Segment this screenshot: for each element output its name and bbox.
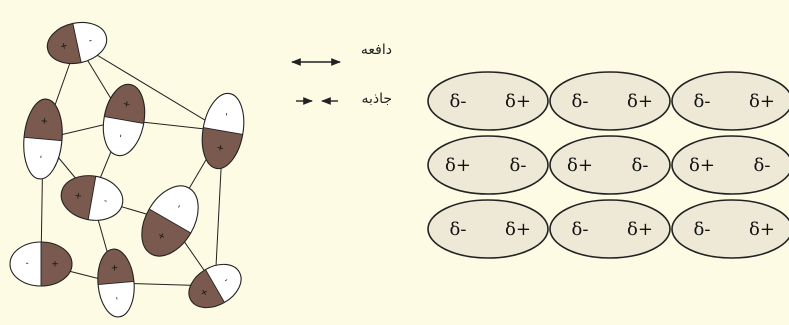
dipole-molecule: δ-δ+ — [672, 200, 789, 258]
partial-charge-label: δ- — [694, 219, 711, 240]
partial-charge-label: δ+ — [445, 155, 471, 176]
dipole-negative-half — [98, 281, 137, 318]
partial-charge-label: δ+ — [689, 155, 715, 176]
dipole-molecule: δ-δ+ — [672, 72, 789, 130]
partial-charge-label: δ+ — [749, 219, 775, 240]
dipole-negative-half — [21, 137, 62, 180]
dipole-molecule: δ-δ+ — [550, 72, 670, 130]
partial-charge-label: δ+ — [505, 91, 531, 112]
cluster-dipole: +- — [21, 97, 66, 180]
ordered-dipole-grid: δ-δ+δ-δ+δ-δ+δ+δ-δ+δ-δ+δ-δ-δ+δ-δ+δ-δ+ — [428, 72, 789, 258]
attraction-label: جاذبه — [361, 91, 392, 107]
dipole-molecule: δ+ δ- — [672, 136, 789, 194]
partial-charge-label: δ+ — [505, 219, 531, 240]
partial-charge-label: δ+ — [627, 219, 653, 240]
positive-sign: + — [38, 117, 49, 125]
partial-charge-label: δ+ — [627, 91, 653, 112]
dipole-negative-half — [98, 117, 144, 159]
partial-charge-label: δ- — [572, 219, 589, 240]
dipole-molecule: δ-δ+ — [550, 200, 670, 258]
negative-sign: - — [25, 258, 28, 268]
partial-charge-label: δ- — [754, 155, 771, 176]
dipole-molecule: δ-δ+ — [428, 200, 548, 258]
dipole-molecule: δ+ δ- — [550, 136, 670, 194]
cluster-dipole: +- — [181, 256, 248, 317]
cluster-dipole: +- — [130, 176, 210, 266]
positive-sign: + — [108, 264, 119, 272]
repulsion-legend-item: دافعه — [292, 42, 392, 62]
attraction-legend-item: جاذبه — [296, 91, 392, 107]
partial-charge-label: δ+ — [749, 91, 775, 112]
cluster-dipole: +- — [43, 17, 110, 69]
partial-charge-label: δ+ — [567, 155, 593, 176]
interaction-line — [77, 43, 223, 131]
positive-sign: + — [51, 258, 59, 268]
random-dipole-cluster: +-+-+-+-+-+-+-+-+- — [10, 17, 249, 318]
repulsion-label: دافعه — [361, 42, 392, 58]
cluster-dipole: +- — [58, 171, 127, 225]
partial-charge-label: δ- — [450, 91, 467, 112]
interaction-lines — [41, 43, 223, 286]
legend: دافعه جاذبه — [292, 42, 392, 107]
partial-charge-label: δ- — [694, 91, 711, 112]
cluster-dipole: +- — [10, 242, 72, 286]
cluster-dipole: +- — [95, 248, 137, 319]
partial-charge-label: δ- — [572, 91, 589, 112]
partial-charge-label: δ- — [450, 219, 467, 240]
cluster-dipole: +- — [197, 90, 250, 172]
cluster-dipole: +- — [98, 81, 150, 159]
partial-charge-label: δ- — [510, 155, 527, 176]
dipole-molecule: δ+ δ- — [428, 136, 548, 194]
partial-charge-label: δ- — [632, 155, 649, 176]
dipole-molecule: δ-δ+ — [428, 72, 548, 130]
